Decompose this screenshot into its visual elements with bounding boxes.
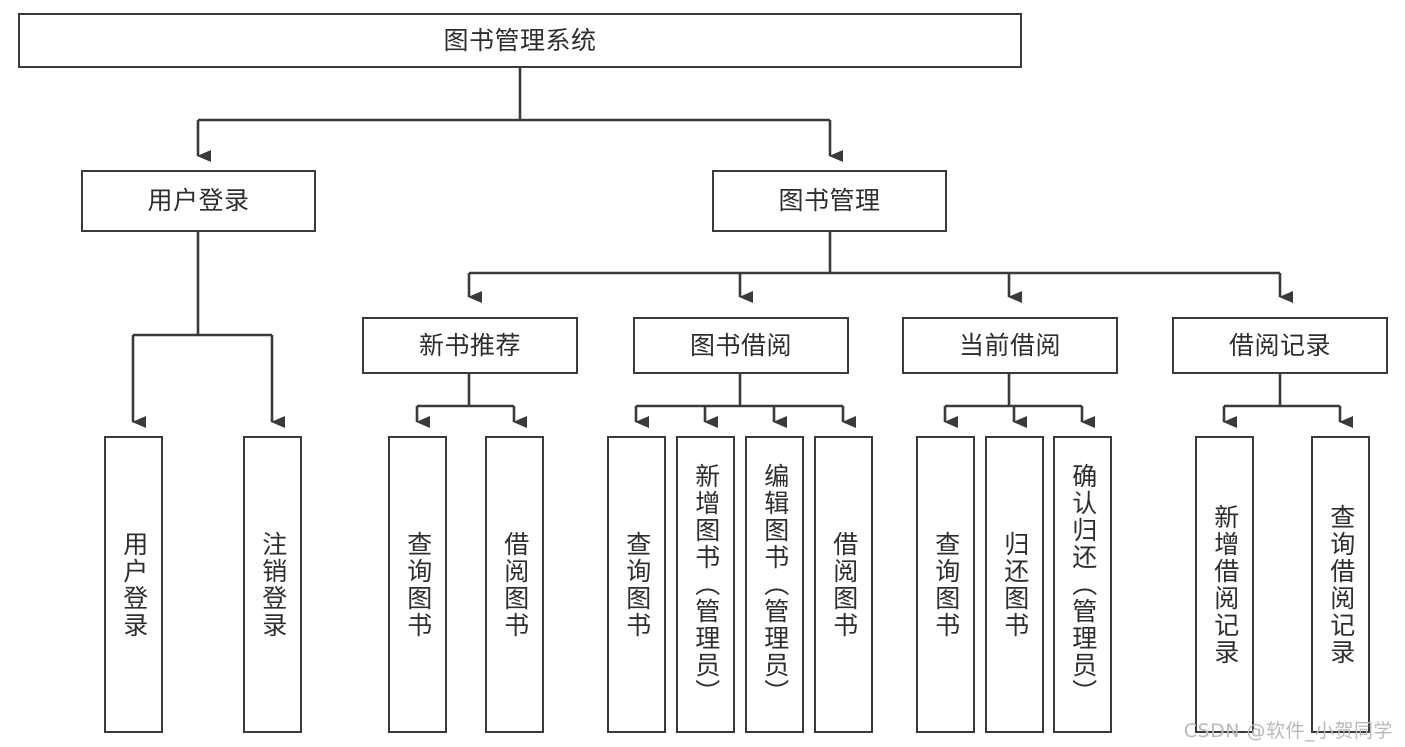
leaf-new-book-borrow-book[interactable]: 借阅图书 (485, 436, 544, 733)
leaf-borrow-edit-book-admin-label: 编辑图书（管理员） (760, 463, 790, 706)
leaf-new-book-query-book-label: 查询图书 (403, 530, 433, 639)
leaf-current-return-book-label: 归还图书 (1000, 530, 1030, 639)
node-borrow-record[interactable]: 借阅记录 (1172, 317, 1388, 374)
leaf-borrow-borrow-book[interactable]: 借阅图书 (814, 436, 873, 733)
leaf-current-return-book[interactable]: 归还图书 (985, 436, 1044, 733)
node-book-borrow[interactable]: 图书借阅 (633, 317, 849, 374)
node-user-login-label: 用户登录 (147, 186, 250, 216)
node-new-book-recommend-label: 新书推荐 (418, 330, 521, 360)
leaf-borrow-borrow-book-label: 借阅图书 (829, 530, 859, 639)
node-borrow-record-label: 借阅记录 (1228, 330, 1331, 360)
leaf-record-add-record-label: 新增借阅记录 (1210, 503, 1240, 666)
leaf-current-confirm-return-admin-label: 确认归还（管理员） (1068, 463, 1098, 706)
leaf-record-query-record[interactable]: 查询借阅记录 (1311, 436, 1370, 733)
node-book-management-label: 图书管理 (778, 186, 881, 216)
node-current-borrow[interactable]: 当前借阅 (902, 317, 1118, 374)
leaf-current-query-book-label: 查询图书 (931, 530, 961, 639)
node-current-borrow-label: 当前借阅 (958, 330, 1061, 360)
node-root[interactable]: 图书管理系统 (18, 13, 1022, 68)
node-book-borrow-label: 图书借阅 (689, 330, 792, 360)
leaf-current-query-book[interactable]: 查询图书 (916, 436, 975, 733)
leaf-new-book-query-book[interactable]: 查询图书 (388, 436, 447, 733)
leaf-borrow-edit-book-admin[interactable]: 编辑图书（管理员） (745, 436, 804, 733)
leaf-borrow-query-book[interactable]: 查询图书 (607, 436, 666, 733)
leaf-borrow-add-book-admin-label: 新增图书（管理员） (691, 463, 721, 706)
csdn-watermark: CSDN @软件_小贺同学 (1183, 720, 1393, 742)
leaf-new-book-borrow-book-label: 借阅图书 (500, 530, 530, 639)
node-user-login[interactable]: 用户登录 (81, 170, 316, 232)
node-root-label: 图书管理系统 (443, 25, 597, 55)
leaf-borrow-query-book-label: 查询图书 (622, 530, 652, 639)
leaf-logout[interactable]: 注销登录 (243, 436, 302, 733)
leaf-record-add-record[interactable]: 新增借阅记录 (1195, 436, 1254, 733)
node-book-management[interactable]: 图书管理 (712, 170, 947, 232)
leaf-record-query-record-label: 查询借阅记录 (1326, 503, 1356, 666)
node-new-book-recommend[interactable]: 新书推荐 (362, 317, 578, 374)
leaf-user-login-label: 用户登录 (119, 530, 149, 639)
leaf-user-login[interactable]: 用户登录 (104, 436, 163, 733)
leaf-current-confirm-return-admin[interactable]: 确认归还（管理员） (1053, 436, 1112, 733)
leaf-borrow-add-book-admin[interactable]: 新增图书（管理员） (676, 436, 735, 733)
leaf-logout-label: 注销登录 (258, 530, 288, 639)
